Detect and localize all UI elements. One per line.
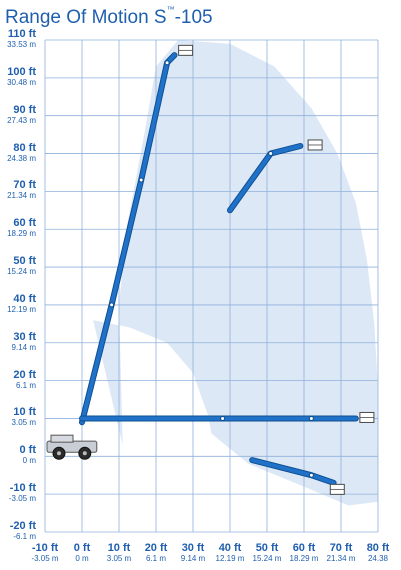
y-tick-feet: 90 ft	[13, 103, 36, 116]
boom-joint	[138, 177, 144, 183]
y-tick-label: -20 ft-6.1 m	[0, 520, 36, 542]
y-tick-meters: 6.1 m	[15, 380, 36, 390]
title-main: Range Of Motion S	[5, 7, 167, 28]
machine-chassis	[46, 434, 98, 460]
boom-angled-up	[227, 139, 323, 214]
boom-joint	[109, 302, 115, 308]
y-tick-meters: 3.05 m	[11, 418, 36, 428]
y-tick-meters: 0 m	[22, 456, 36, 466]
y-tick-feet: 70 ft	[13, 179, 36, 192]
x-tick-meters: 0 m	[75, 554, 89, 563]
x-tick-feet: 30 ft	[181, 542, 205, 554]
x-tick-meters: 12.19 m	[215, 554, 245, 563]
y-tick-meters: 12.19 m	[7, 304, 36, 314]
x-tick-meters: 24.38	[367, 554, 389, 563]
y-tick-feet: 40 ft	[13, 292, 36, 305]
y-tick-feet: 100 ft	[7, 65, 36, 78]
y-tick-feet: 0 ft	[19, 444, 37, 457]
trademark-mark: ™	[166, 5, 175, 14]
x-tick-feet: 50 ft	[255, 542, 279, 554]
x-tick-meters: 6.1 m	[145, 554, 166, 563]
y-tick-meters: -6.1 m	[13, 532, 36, 541]
wheel-hub	[82, 451, 87, 456]
x-tick-meters: 9.14 m	[180, 554, 206, 563]
y-tick-feet: -10 ft	[9, 482, 36, 495]
x-tick-feet: 40 ft	[218, 542, 242, 554]
y-tick-feet: 30 ft	[13, 330, 36, 343]
x-tick-meters: 21.34 m	[326, 554, 356, 563]
boom-horizontal	[79, 411, 375, 423]
y-tick-feet: -20 ft	[9, 520, 36, 532]
boom-vertical	[79, 44, 194, 426]
boom-joint	[220, 415, 226, 421]
y-tick-label: -10 ft-3.05 m	[0, 482, 36, 504]
y-tick-meters: 21.34 m	[7, 191, 36, 201]
boom-joint	[268, 151, 274, 157]
x-tick-meters: -3.05 m	[31, 554, 59, 563]
y-tick-meters: 33.53 m	[7, 40, 36, 49]
chart-title: Range Of Motion S™-105	[5, 5, 213, 29]
y-tick-meters: 24.38 m	[7, 153, 36, 163]
y-tick-meters: 9.14 m	[11, 342, 36, 352]
y-tick-meters: 18.29 m	[7, 229, 36, 239]
y-tick-feet: 50 ft	[13, 255, 36, 268]
boom-joint	[308, 472, 314, 478]
y-tick-meters: -3.05 m	[8, 494, 36, 504]
title-model: -105	[174, 7, 213, 28]
y-tick-feet: 10 ft	[13, 406, 36, 419]
y-tick-feet: 60 ft	[13, 217, 36, 230]
x-tick-feet: 10 ft	[107, 542, 131, 554]
boom-below-grade	[249, 457, 345, 495]
y-tick-meters: 27.43 m	[7, 115, 36, 125]
x-tick-meters: 18.29 m	[289, 554, 319, 563]
working-envelope	[93, 40, 378, 506]
x-tick-meters: 3.05 m	[106, 554, 132, 563]
x-tick-feet: -10 ft	[31, 542, 59, 554]
x-tick-feet: 60 ft	[292, 542, 316, 554]
counterweight	[50, 434, 74, 443]
y-tick-meters: 15.24 m	[7, 267, 36, 277]
boom-positions	[79, 44, 375, 495]
x-tick-meters: 15.24 m	[252, 554, 282, 563]
y-tick-feet: 110 ft	[7, 28, 36, 40]
x-tick-feet: 0 ft	[73, 542, 91, 554]
x-tick-feet: 20 ft	[144, 542, 168, 554]
boom-joint	[308, 415, 314, 421]
x-tick-feet: 70 ft	[329, 542, 353, 554]
y-tick-meters: 30.48 m	[7, 77, 36, 87]
y-tick-feet: 20 ft	[13, 368, 36, 381]
x-tick-feet: 80 ft	[366, 542, 390, 554]
wheel-hub	[57, 451, 61, 456]
x-tick-label: -10 ft-3.05 m	[25, 542, 65, 564]
y-tick-feet: 80 ft	[13, 141, 36, 154]
boom-joint	[164, 60, 170, 66]
